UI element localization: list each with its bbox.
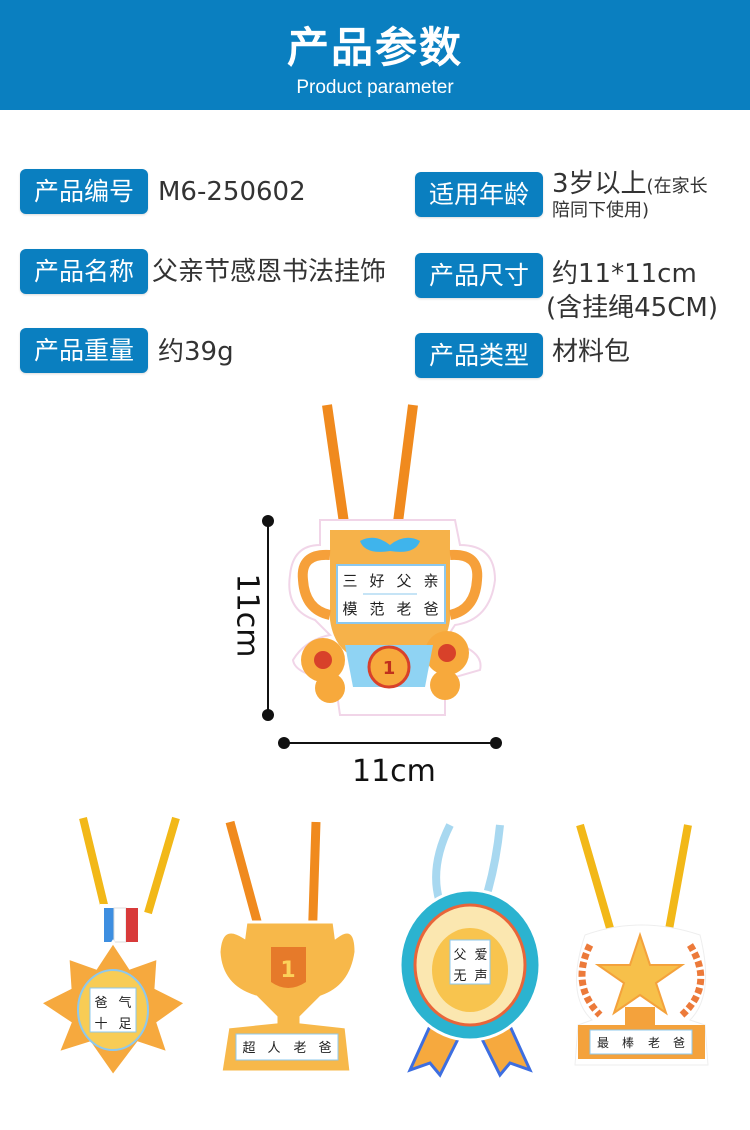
page-subtitle: Product parameter: [296, 77, 454, 98]
value-size-1: 约11*11cm: [552, 259, 697, 289]
height-label: 11cm: [229, 573, 265, 658]
grid-char: 好: [369, 572, 384, 590]
value-type: 材料包: [552, 337, 631, 367]
variant-star-trophy: 最 棒 老 爸: [574, 823, 709, 1066]
medal-char: 爸: [673, 1036, 685, 1050]
variant-rosette: 父 爱 无 声: [398, 823, 542, 1078]
medal-char: 超: [242, 1041, 255, 1056]
main-product-image: 三 好 父 亲 模 范 老 爸 1: [288, 404, 497, 716]
value-size-2: (含挂绳45CM): [546, 293, 718, 323]
medal-char: 无: [453, 969, 466, 984]
medal-char: 爸: [94, 996, 107, 1011]
rank-badge: 1: [383, 658, 396, 679]
medal-char: 爸: [318, 1041, 331, 1056]
medal-char: 气: [118, 995, 131, 1011]
medal-char: 父: [453, 948, 466, 963]
label-type: 产品类型: [415, 333, 543, 378]
dimension-dot: [262, 709, 274, 721]
label-age: 适用年龄: [415, 172, 543, 217]
medal-char: 老: [293, 1041, 306, 1056]
dimension-dot: [278, 737, 290, 749]
grid-char: 父: [396, 572, 411, 590]
label-size: 产品尺寸: [415, 253, 543, 298]
medal-char: 声: [474, 969, 487, 984]
medal-char: 十: [94, 1017, 107, 1032]
height-dimension-line: [267, 521, 269, 715]
variant-trophy: 1 超 人 老 爸: [217, 820, 358, 1074]
grid-char: 模: [342, 600, 357, 618]
age-note-1: (在家长: [646, 176, 708, 197]
age-note-2: 陪同下使用): [552, 200, 650, 221]
medal-char: 棒: [622, 1036, 634, 1050]
label-product-code: 产品编号: [20, 169, 148, 214]
width-label: 11cm: [352, 754, 436, 789]
medal-char: 爱: [474, 948, 487, 963]
value-product-name: 父亲节感恩书法挂饰: [152, 257, 387, 287]
dimension-dot: [262, 515, 274, 527]
page-title: 产品参数: [286, 23, 463, 72]
dimension-dot: [490, 737, 502, 749]
variant-medal-star: 爸 气 十 足: [37, 816, 189, 1079]
grid-char: 老: [396, 600, 411, 618]
grid-char: 爸: [423, 600, 438, 618]
label-product-weight: 产品重量: [20, 328, 148, 373]
trophy-badge: 1: [280, 958, 295, 983]
value-age: 3岁以上(在家长: [552, 168, 708, 203]
grid-char: 范: [369, 600, 384, 618]
medal-char: 最: [597, 1036, 609, 1050]
label-product-name: 产品名称: [20, 249, 148, 294]
header-banner: 产品参数 Product parameter: [0, 0, 750, 110]
grid-char: 亲: [423, 572, 438, 590]
value-product-weight: 约39g: [158, 337, 234, 367]
age-value: 3岁以上: [552, 169, 647, 199]
medal-char: 人: [267, 1041, 280, 1056]
medal-char: 足: [118, 1017, 131, 1032]
value-product-code: M6-250602: [158, 177, 306, 207]
medal-char: 老: [648, 1036, 660, 1050]
grid-char: 三: [342, 572, 357, 590]
width-dimension-line: [284, 742, 496, 744]
